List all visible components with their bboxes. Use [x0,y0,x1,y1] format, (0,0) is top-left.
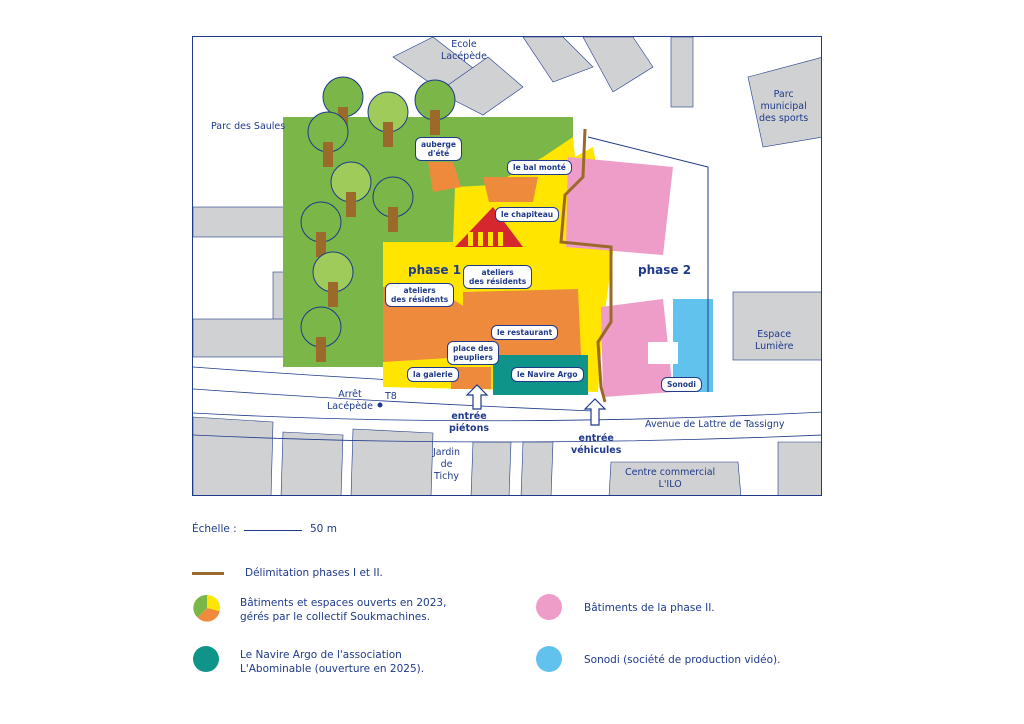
pie-swatch-icon [193,594,221,622]
label-ecole: Ecole Lacépède [441,39,487,62]
entry-pietons-label: entrée piétons [449,411,489,434]
phase2-swatch [536,594,562,620]
tag-auberge[interactable]: auberge d'été [415,137,463,161]
phase1-label: phase 1 [408,263,462,277]
white-patch [648,342,678,364]
navire-swatch [193,646,219,672]
legend-sonodi: Sonodi (société de production vidéo). [584,654,781,666]
label-parc-sports: Parc municipal des sports [759,89,809,124]
legend-navire: Le Navire Argo de l'association L'Abomin… [240,649,425,675]
sonodi-swatch [536,646,562,672]
tag-galerie[interactable]: la galerie [407,367,459,382]
tag-chapiteau[interactable]: le chapiteau [495,207,560,222]
phase2-label: phase 2 [638,263,692,277]
entry-arrows [465,384,607,426]
tag-bal[interactable]: le bal monté [507,160,572,175]
scale-value: 50 m [310,523,337,535]
label-parc-saules: Parc des Saules [211,121,286,132]
label-jardin: Jardin de Tichy [433,447,461,482]
legend-buildings-2023: Bâtiments et espaces ouverts en 2023, gé… [240,597,447,623]
phase2-buildings [566,157,673,397]
sonodi-building [673,299,713,392]
tag-restaurant[interactable]: le restaurant [491,325,559,340]
delimitation-line [559,128,613,403]
scale-bar [244,530,302,531]
chapiteau-windows [468,232,503,246]
tag-place[interactable]: place des peupliers [447,341,500,365]
label-espace-lumiere: Espace Lumière [755,329,794,352]
label-centre: Centre commercial L'ILO [625,467,716,490]
delimitation-swatch [192,572,224,575]
tram-stop-icon [377,402,383,408]
tag-navire[interactable]: le Navire Argo [511,367,584,382]
label-avenue: Avenue de Lattre de Tassigny [645,419,785,430]
scale-label: Échelle : [192,523,237,535]
phase2-outline [587,136,709,392]
tree-icons [300,76,456,362]
tag-ateliers-2[interactable]: ateliers des résidents [385,283,455,307]
entry-vehicules-label: entrée véhicules [571,433,622,456]
site-map: Ecole Lacépède Parc des Saules Parc muni… [192,36,822,496]
label-t8: T8 [385,391,397,402]
legend-phase2: Bâtiments de la phase II. [584,602,715,614]
legend-delimitation: Délimitation phases I et II. [245,567,383,579]
tag-ateliers-1[interactable]: ateliers des résidents [463,265,533,289]
label-arret: Arrêt Lacépède [327,389,373,412]
tag-sonodi[interactable]: Sonodi [661,377,702,392]
